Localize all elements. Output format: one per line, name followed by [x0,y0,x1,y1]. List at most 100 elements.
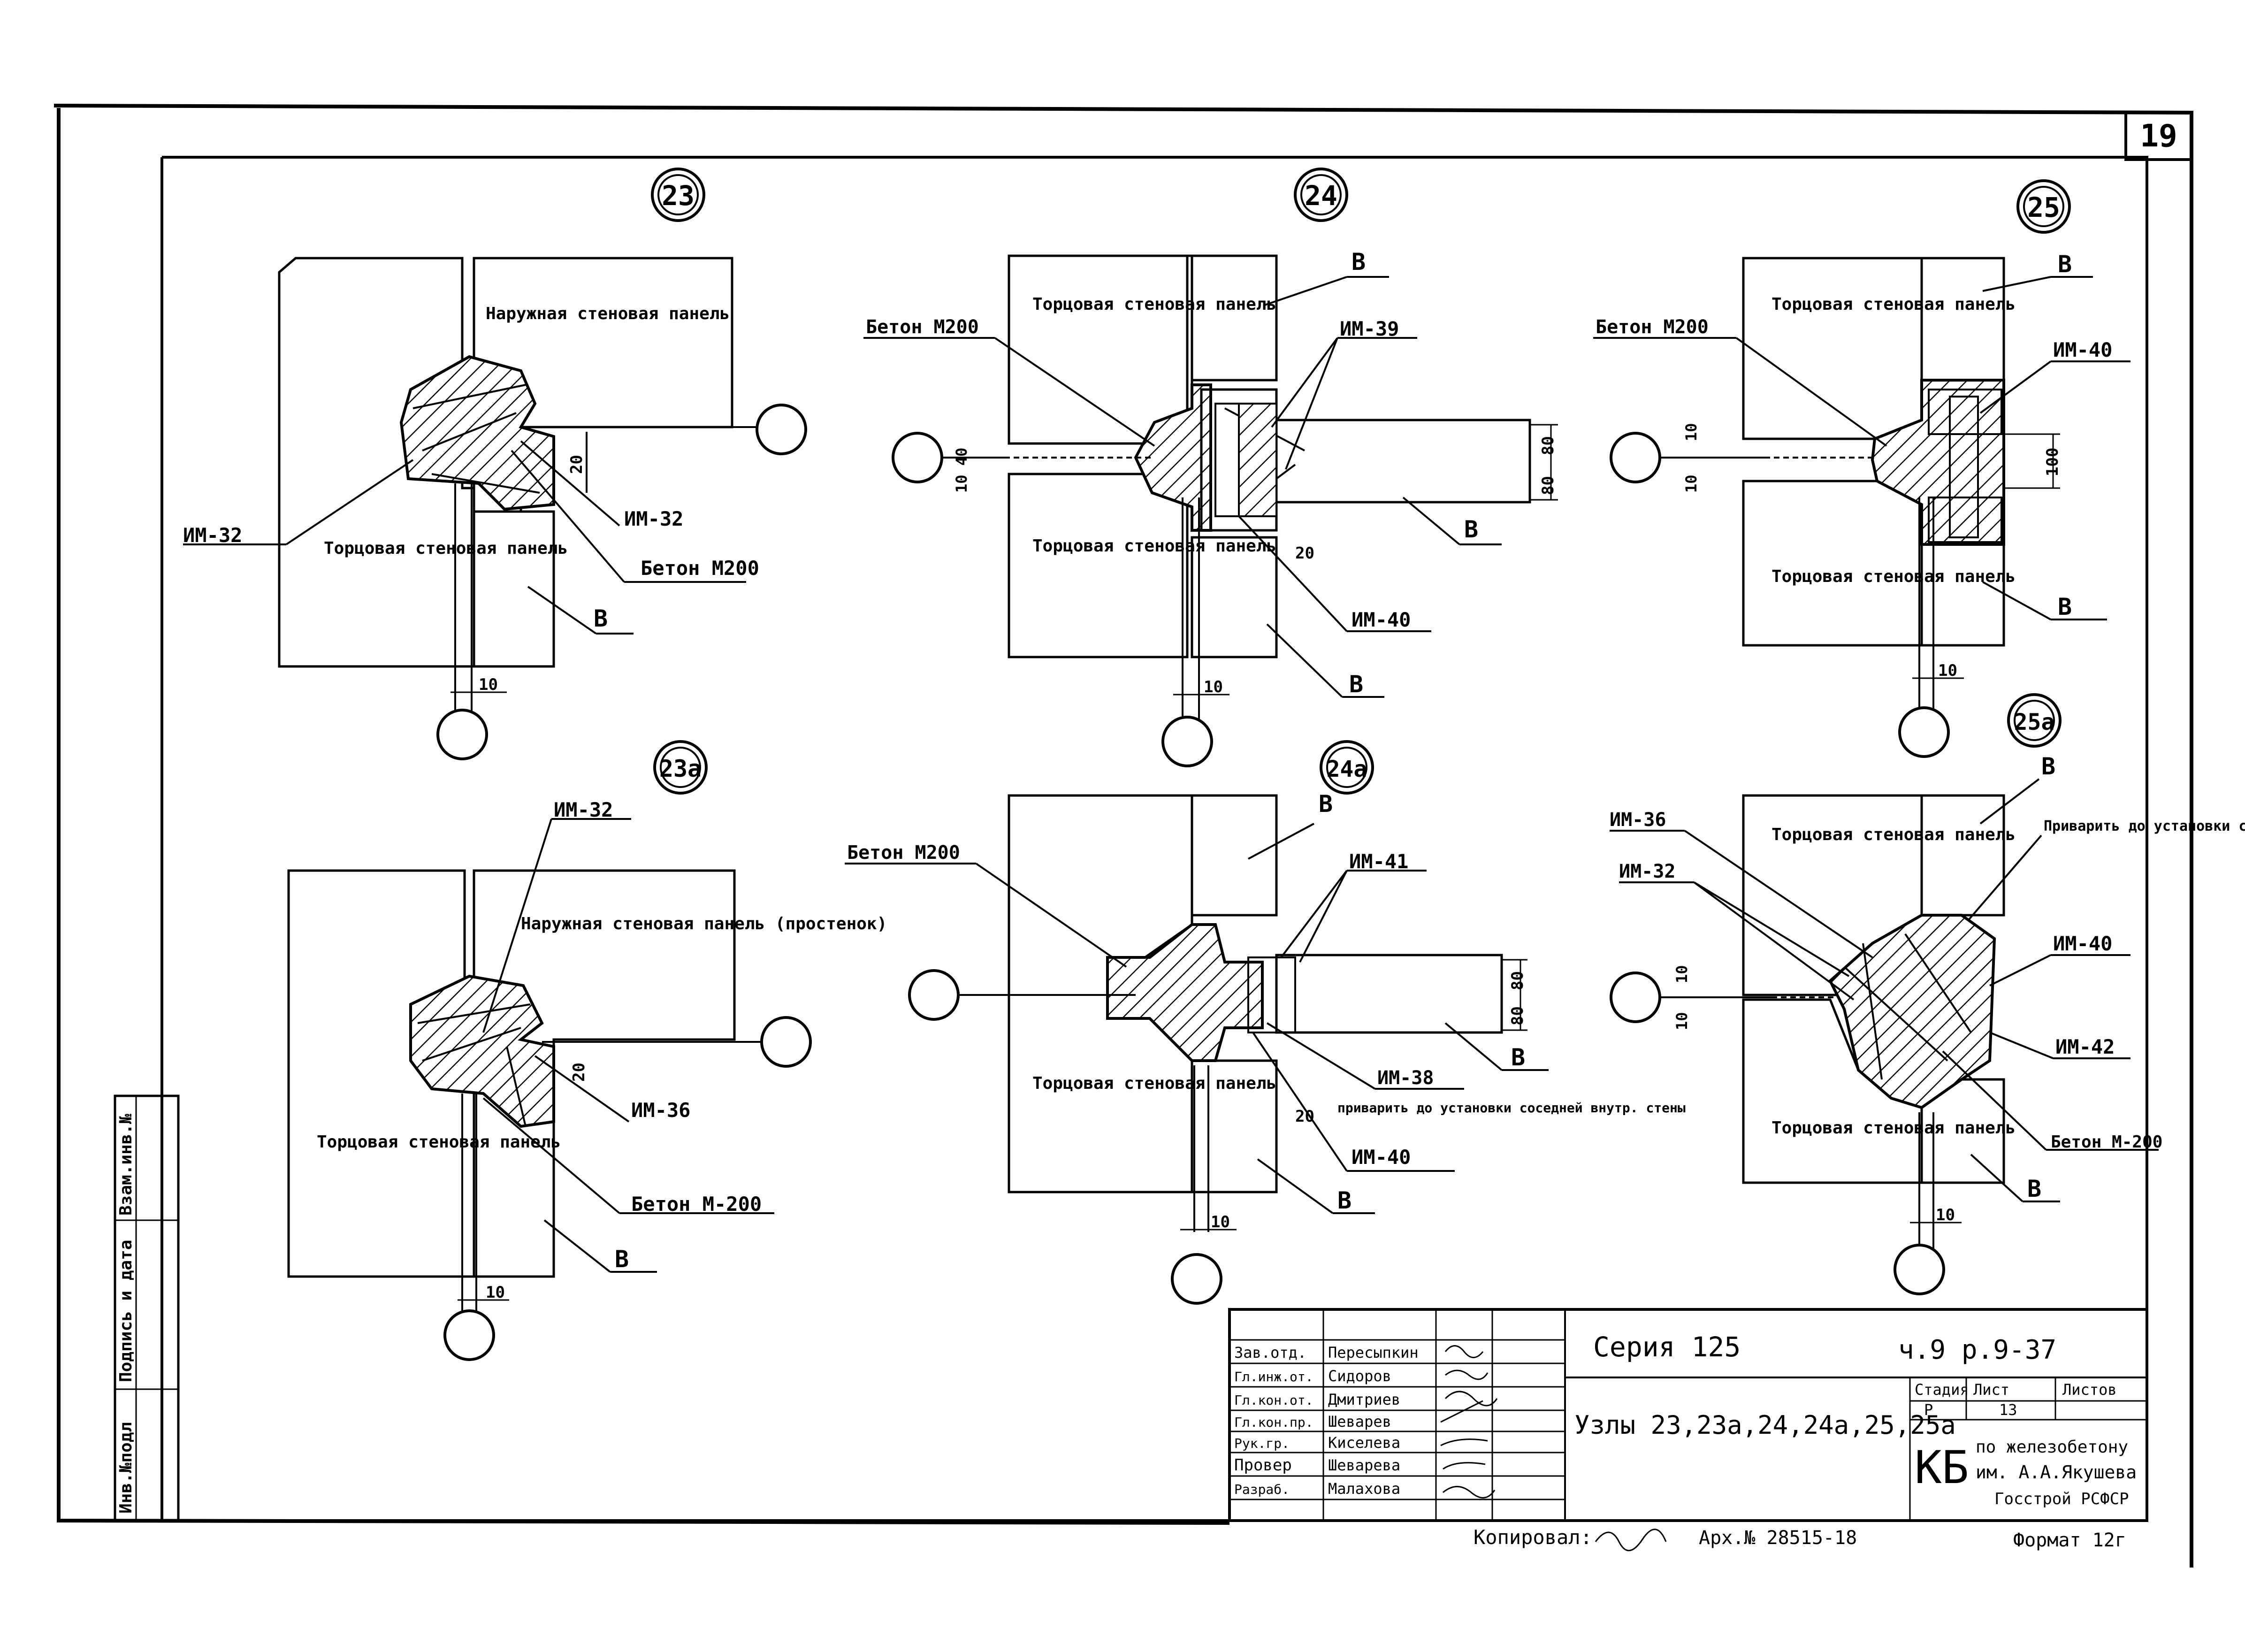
node-24a-dim-20: 20 [1295,1107,1314,1126]
node-24-number: 24 [1305,180,1337,212]
node-25a-im-42: ИМ-42 [2055,1035,2115,1058]
tb-name-3: Шеварев [1328,1413,1391,1430]
tb-role-4: Рук.гр. [1234,1436,1290,1451]
node-25-concrete: Бетон М200 [1596,316,1709,338]
node-25: 25 Бетон М200 Торцовая стеновая панель Т… [1593,179,2130,758]
signatures [1440,1345,1498,1499]
tb-org-line3: Госстрой РСФСР [1994,1490,2129,1508]
node-24a-wall-3: В [1337,1187,1352,1214]
node-23-dim-joint: 10 [479,675,498,694]
tb-stage: Р [1924,1401,1933,1419]
node-25-wall-1: В [2058,251,2072,278]
node-24-dim-80a: 80 [1539,436,1558,455]
node-24a-dim-joint: 10 [1211,1213,1230,1231]
node-23a-dim-joint: 10 [486,1283,505,1302]
node-23-end-panel: Торцовая стеновая панель [324,539,568,558]
node-24a-im-41: ИМ-41 [1349,850,1408,873]
node-25-im-40: ИМ-40 [2053,338,2112,361]
node-23-im-left: ИМ-32 [183,524,242,547]
node-23-im-right: ИМ-32 [624,507,683,530]
node-25a-im-40: ИМ-40 [2053,932,2112,955]
node-24a-end-panel: Торцовая стеновая панель [1032,1074,1276,1093]
tb-role-0: Зав.отд. [1234,1344,1306,1361]
node-23a-number: 23а [659,755,702,782]
stamp-replace: Взам.инв.№ [116,1114,136,1216]
node-24-dim-80b: 80 [1539,476,1558,495]
node-24-concrete: Бетон М200 [866,316,979,338]
node-24-dim-20: 20 [1295,544,1314,563]
node-25-wall-2: В [2058,593,2072,620]
node-24-end-panel-bottom: Торцовая стеновая панель [1032,536,1276,556]
node-23a-im-right: ИМ-36 [631,1099,690,1122]
tb-sheet: 13 [1999,1401,2017,1419]
tb-role-1: Гл.инж.от. [1234,1369,1313,1384]
node-23-concrete: Бетон М200 [641,557,759,580]
node-23: 23 Наружная стеновая панель Торцовая сте… [183,168,807,760]
node-24a-number: 24а [1327,756,1367,782]
node-25a-dim-joint: 10 [1936,1206,1955,1224]
node-23a: 23а Наружная стеновая панель (простенок)… [287,740,887,1361]
node-24-wall-3: В [1349,671,1363,698]
node-25a-dim-10a: 10 [1673,965,1691,983]
tb-name-2: Дмитриев [1328,1391,1400,1408]
tb-archive: Арх.№ 28515-18 [1699,1527,1857,1549]
node-24-im-top: ИМ-39 [1340,317,1399,340]
node-23-number: 23 [662,180,695,212]
node-25a-number: 25а [2014,709,2055,735]
node-23-outer-panel: Наружная стеновая панель [486,304,730,323]
node-23a-im-top: ИМ-32 [554,798,613,821]
node-25-end-panel-top: Торцовая стеновая панель [1772,295,2016,314]
node-23a-outer-panel: Наружная стеновая панель (простенок) [521,914,887,933]
node-25-end-panel-bottom: Торцовая стеновая панель [1772,567,2016,586]
node-23a-concrete: Бетон М-200 [631,1193,762,1216]
tb-name-4: Киселева [1328,1434,1400,1452]
node-24-dim-joint: 10 [1204,678,1223,696]
tb-role-3: Гл.кон.пр. [1234,1415,1313,1430]
node-24-dim-10-40: 10 40 [953,448,970,493]
node-23a-dim-gap: 20 [570,1063,588,1082]
tb-title: Узлы 23,23а,24,24а,25,25а [1574,1410,1956,1440]
node-24: 24 Бетон М200 Торцовая стеновая панель Т… [863,168,1558,767]
tb-copied: Копировал: [1474,1526,1592,1549]
node-24a-dim-80b: 80 [1508,1006,1527,1025]
node-24a-im-38: ИМ-38 [1377,1067,1434,1089]
node-24-end-panel-top: Торцовая стеновая панель [1032,295,1276,314]
node-25a-weld-note: Приварить до установки соседней внутр. с… [2044,818,2245,834]
node-25-dim-joint: 10 [1938,661,1957,680]
tb-name-0: Пересыпкин [1328,1344,1419,1361]
node-25-dim-10b: 10 [1682,474,1700,493]
node-25a-im-36: ИМ-36 [1610,809,1666,831]
node-23a-end-panel: Торцовая стеновая панель [317,1132,561,1152]
node-24a-wall-1: В [1319,790,1333,818]
tb-format: Формат 12г [2013,1530,2126,1551]
node-25a-im-32: ИМ-32 [1619,861,1675,882]
tb-sheets-header: Листов [2062,1381,2117,1399]
tb-role-2: Гл.кон.от. [1234,1392,1313,1408]
tb-org-abbr: КБ [1915,1441,1969,1494]
node-23a-wall: В [615,1246,629,1273]
side-stamp: Инв.№подл Подпись и дата Взам.инв.№ [114,1094,180,1522]
node-25-dim-100: 100 [2043,448,2062,476]
title-block: Зав.отд. Пересыпкин Гл.инж.от. Сидоров Г… [1228,1308,2148,1552]
node-25-number: 25 [2027,191,2060,223]
node-25a-end-panel-top: Торцовая стеновая панель [1772,825,2016,844]
node-25-dim-10a: 10 [1682,423,1700,441]
tb-org-line1: по железобетону [1976,1438,2128,1457]
stamp-signature: Подпись и дата [116,1240,136,1382]
sheet-number: 19 [2140,118,2177,154]
node-25a-concrete: Бетон М-200 [2051,1132,2162,1152]
stamp-inv: Инв.№подл [116,1422,136,1514]
node-23-dim-gap: 20 [567,455,586,474]
node-25a: 25а ИМ-36 ИМ-32 Приварить до установки с… [1610,693,2245,1295]
node-24-wall-1: В [1352,248,1366,275]
node-25a-dim-10b: 10 [1673,1012,1691,1030]
tb-name-1: Сидоров [1328,1367,1391,1385]
tb-stage-header: Стадия [1915,1381,1969,1399]
node-24a-dim-80a: 80 [1508,971,1527,990]
node-24a-wall-2: В [1511,1044,1525,1071]
node-25a-wall-2: В [2027,1175,2041,1202]
node-24a-concrete: Бетон М200 [847,842,960,864]
node-24a: 24а Бетон М200 Торцовая стеновая панель … [845,740,1686,1305]
tb-series: Серия 125 [1593,1331,1741,1363]
